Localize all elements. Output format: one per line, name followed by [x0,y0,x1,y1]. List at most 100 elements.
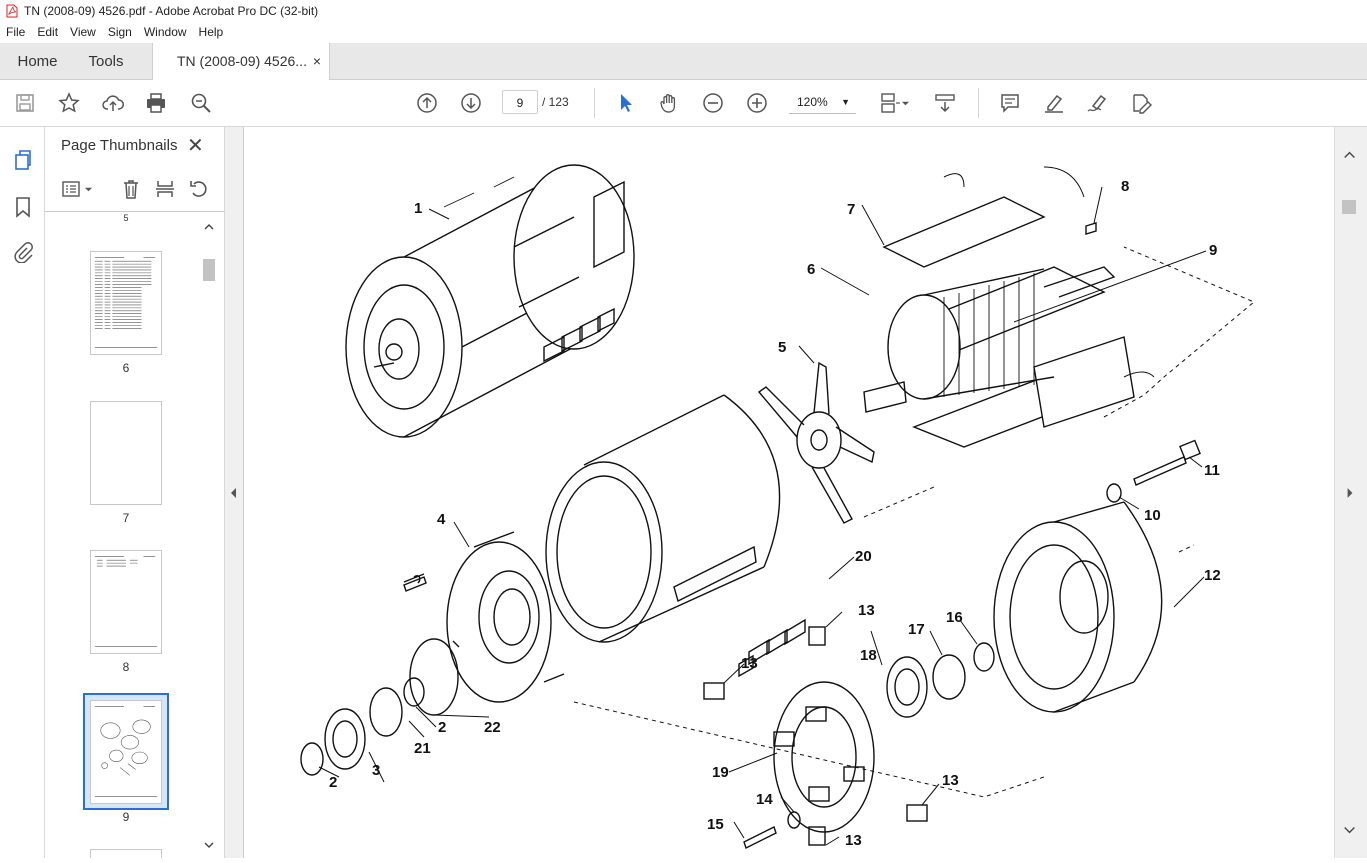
brush-holder [703,618,928,846]
menu-bar: File Edit View Sign Window Help [0,22,1367,43]
draw-sign-icon[interactable] [1085,91,1109,115]
thumbnail-tools [45,171,225,212]
thumbnail-scrollbar-thumb[interactable] [203,259,215,281]
next-page-icon[interactable] [459,91,483,115]
menu-sign[interactable]: Sign [107,25,132,39]
menu-help[interactable]: Help [198,25,224,39]
chevron-down-icon[interactable] [899,91,911,115]
callout-14: 14 [756,791,773,808]
tab-home[interactable]: Home [17,53,58,70]
callout-13: 13 [845,832,862,849]
panel-title: Page Thumbnails [61,137,178,154]
screw-and-washer [403,576,801,849]
close-panel-icon[interactable]: ✕ [187,135,204,157]
page-fit-icon[interactable] [878,91,902,115]
bearings [886,642,995,718]
callout-20: 20 [855,548,872,565]
rotate-icon[interactable] [187,177,211,201]
part-12-bracket [993,501,1163,713]
thumbnail-page-7[interactable] [90,401,162,505]
menu-file[interactable]: File [6,25,26,39]
menu-window[interactable]: Window [143,25,187,39]
options-menu-icon[interactable] [59,177,83,201]
callout-9: 9 [1209,242,1217,259]
bolt-and-washer [1106,439,1201,503]
callout-2: 2 [438,719,446,736]
trash-icon[interactable] [119,177,143,201]
menu-edit[interactable]: Edit [37,25,59,39]
thumbnail-page-6[interactable] [90,251,162,355]
callout-15: 15 [707,816,724,833]
previous-page-icon[interactable] [415,91,439,115]
callout-10: 10 [1144,507,1161,524]
extract-pages-icon[interactable] [153,177,177,201]
thumbnail-page-9[interactable] [90,700,162,804]
toolbar-divider [594,88,595,118]
zoom-search-icon[interactable] [189,91,213,115]
rotor-and-coils [863,166,1155,448]
callout-6: 6 [807,261,815,278]
edit-pdf-icon[interactable] [1129,91,1153,115]
callout-19: 19 [712,764,729,781]
select-cursor-icon[interactable] [614,91,638,115]
thumbnail-page-8[interactable] [90,550,162,654]
callout-18: 18 [860,647,877,664]
thumbnail-page-10[interactable] [90,849,162,858]
menu-view[interactable]: View [70,25,96,39]
star-bookmark-icon[interactable] [57,91,81,115]
save-icon[interactable] [13,91,37,115]
document-scrollbar[interactable] [1334,127,1367,858]
callout-13: 13 [942,772,959,789]
callout-12: 12 [1204,567,1221,584]
tab-bar: Home Tools TN (2008-09) 4526... × [0,43,1367,80]
callout-21: 21 [414,740,431,757]
chevron-down-icon: ▼ [841,97,850,107]
window-title: TN (2008-09) 4526.pdf - Adobe Acrobat Pr… [24,4,319,18]
upload-cloud-icon[interactable] [101,91,125,115]
toolbar [0,80,1367,127]
thumbnail-page-8-content [94,556,158,648]
document-view[interactable]: 1 2 2 3 4 5 6 7 8 9 10 11 12 13 13 13 13… [244,127,1334,858]
attachment-paperclip-icon[interactable] [11,240,35,264]
zoom-in-icon[interactable] [745,91,769,115]
part-4-end-bracket [403,531,565,703]
hand-pan-icon[interactable] [657,91,681,115]
comment-icon[interactable] [998,91,1022,115]
thumbnail-label-9: 9 [122,810,130,824]
document-scrollbar-thumb[interactable] [1342,200,1356,214]
print-icon[interactable] [144,91,168,115]
callout-3: 3 [372,762,380,779]
thumbnail-scrollbar[interactable] [202,219,216,855]
callout-11: 11 [1204,462,1220,479]
callout-1: 1 [414,200,422,217]
chevron-down-icon[interactable] [82,177,94,201]
thumbnail-label-8: 8 [122,660,130,674]
page-number-input[interactable]: 9 [502,90,538,114]
toolbar-divider [978,88,979,118]
zoom-level-select[interactable]: 120% ▼ [789,90,856,114]
title-bar: TN (2008-09) 4526.pdf - Adobe Acrobat Pr… [0,0,1367,22]
callout-4: 4 [437,511,446,528]
tab-tools[interactable]: Tools [88,53,124,70]
close-tab-icon[interactable]: × [312,53,321,69]
tab-document[interactable]: TN (2008-09) 4526... × [152,43,330,80]
callout-16: 16 [946,609,963,626]
scroll-mode-icon[interactable] [933,91,957,115]
zoom-out-icon[interactable] [701,91,725,115]
rings [300,638,459,776]
stator-housing [545,394,781,643]
page-total: / 123 [542,95,569,109]
callout-7: 7 [847,201,855,218]
thumbnail-page-6-content [94,257,158,349]
page-thumbnails-icon[interactable] [11,148,35,172]
exploded-motor-diagram: 1 2 2 3 4 5 6 7 8 9 10 11 12 13 13 13 13… [300,164,1255,849]
highlight-pen-icon[interactable] [1042,91,1066,115]
callout-13: 13 [741,655,758,672]
panel-splitter[interactable] [225,127,244,858]
callout-13: 13 [858,602,875,619]
left-rail [0,127,45,858]
part-1-motor-assembly [345,164,635,438]
thumbnail-page-9-content [94,706,158,798]
thumbnail-label-6: 6 [122,361,130,375]
bookmark-icon[interactable] [11,195,35,219]
